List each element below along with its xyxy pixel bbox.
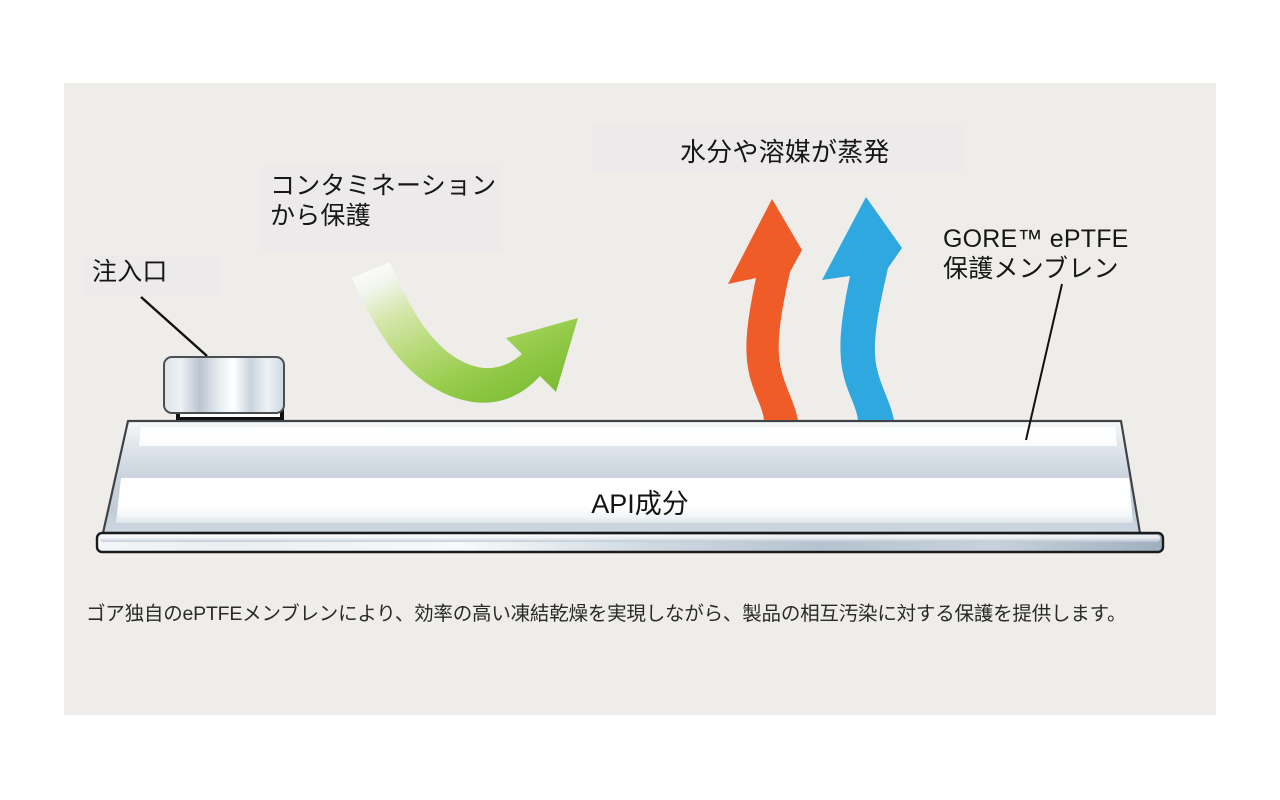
inlet-label-highlight [86, 256, 218, 296]
diagram-caption: ゴア独自のePTFEメンブレンにより、効率の高い凍結乾燥を実現しながら、製品の相… [86, 603, 1127, 625]
leader-line-inlet [140, 296, 208, 357]
inlet-port-cap-icon [163, 356, 285, 420]
inlet-label: 注入口 [92, 258, 168, 286]
contamination-arrow-green-icon [352, 262, 578, 403]
vapor-arrow-blue-icon [822, 197, 902, 420]
leader-line-membrane [1025, 283, 1063, 441]
vapor-arrow-red-icon [728, 199, 802, 420]
evaporation-label-highlight [592, 126, 964, 172]
membrane-strip [139, 427, 1117, 446]
api-layer [116, 478, 1133, 523]
contamination-label: コンタミネーション から保護 [270, 172, 497, 230]
api-layer-label: API成分 [591, 489, 689, 519]
contamination-label-highlight [262, 166, 502, 252]
membrane-label: GORE™ ePTFE 保護メンブレン [943, 225, 1129, 283]
tray-assembly [95, 419, 1165, 554]
evaporation-label: 水分や溶媒が蒸発 [680, 137, 890, 167]
